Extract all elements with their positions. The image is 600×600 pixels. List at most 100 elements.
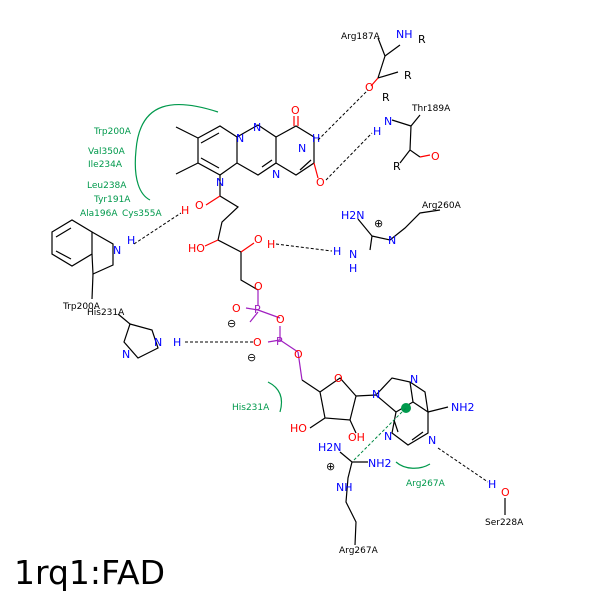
bond [391,381,449,446]
phosphorus-2: P [276,335,283,348]
hydrogen-bonds [133,89,489,483]
hydrophobic-arcs [134,103,431,469]
hydrophobic-arc-his231 [267,381,283,413]
bond [117,313,131,325]
pyrophosphate-o-top: O [254,280,263,293]
label-arg187: Arg187A [341,32,381,42]
ring-n-left: N [236,132,244,145]
adenine-n9: N [372,388,380,401]
arg260-h: H [333,245,341,258]
ribose-oh: OH [348,431,365,444]
arg260-plus: ⊕ [374,217,383,230]
trp200-n: N [113,244,121,257]
his231-n1: N [154,336,162,349]
residue-his231 [117,313,159,359]
bond [245,290,303,381]
phosphate2-o: O [253,336,262,349]
his231-n2: N [122,348,130,361]
residue-trp200 [51,219,114,300]
arg267-h2n: H2N [318,441,342,454]
ribityl-h3: H [267,238,275,251]
hydrophobic-arc-arg267 [395,461,431,469]
bond [200,132,220,169]
hydrophobic-ile234: Ile234A [88,160,123,170]
phosphate1-minus: ⊖ [227,317,236,330]
phosphorus-1: P [254,303,261,316]
label-thr189: Thr189A [411,104,451,114]
adenine-n7: N [410,373,418,386]
pi-cation-arg267-adenine [353,407,407,461]
thr189-r-bot: R [393,160,401,173]
ser228-o: O [501,486,510,499]
bond [309,394,377,434]
hydrophobic-val350: Val350A [88,147,126,157]
thr189-r-top: R [382,91,390,104]
arg187-nh: NH [396,28,413,41]
ribityl-o3: O [254,233,263,246]
bond [301,377,357,421]
label-arg267: Arg267A [339,546,379,556]
methyl-bond [175,126,199,175]
label-ser228: Ser228A [485,518,524,528]
residue-thr189 [391,114,431,164]
hydrophobic-arc-isoalloxazine [134,103,219,201]
bond [275,125,315,176]
bond [123,323,159,359]
bond [391,114,421,164]
thr189-h: H [373,125,381,138]
pi-cation-centroid [401,403,411,413]
arg187-r2: R [404,69,412,82]
hydrophobic-leu238: Leu238A [87,181,127,191]
adenine [375,377,449,446]
bond [393,419,424,441]
hbond-ser228-adenine [437,447,489,483]
adenine-n3: N [384,430,392,443]
phosphate1-o: O [232,302,241,315]
bond [357,209,441,251]
hbond-arg260-o3 [275,243,333,252]
phosphate2-minus: ⊖ [247,351,256,364]
hbond-thr189-o [325,132,373,181]
trp200-h: H [127,234,135,247]
phosphate2-ester-o: O [294,348,303,361]
bond [375,377,414,413]
pyrophosphate-bridge-o: O [276,313,285,326]
arg267-nh: NH [336,481,353,494]
residue-arg267 [339,451,368,546]
ring-n1: N [272,168,280,181]
label-his231: His231A [87,308,125,318]
bond [249,311,259,323]
ser228-h: H [488,478,496,491]
ribityl-bond [217,175,259,291]
bond [339,451,368,546]
carbonyl-bond [419,154,431,158]
ring-n5: N [253,121,261,134]
hbond-trp200-o1 [133,212,182,245]
arg260-n: N [349,248,357,261]
hydrophobic-ala196: Ala196A [80,209,118,219]
arg260-h2n: H2N [341,209,365,222]
ring-o-top: O [291,104,300,117]
arg260-h2: H [349,262,357,275]
ring-n10: N [216,176,224,189]
carbonyl-bond-top [293,116,299,126]
hydrophobic-his231: His231A [232,403,270,413]
adenine-n1: N [428,434,436,447]
bond [51,219,93,267]
ribose-ho: HO [290,422,307,435]
thr189-n: N [384,115,392,128]
ribose-o: O [334,372,343,385]
pyrophosphate [245,290,303,381]
carbonyl-bond [370,77,379,87]
bond [236,124,277,176]
residue-arg187 [370,37,401,87]
isoalloxazine-ring [175,116,319,291]
hydrophobic-tyr191: Tyr191A [93,195,131,205]
arg267-nh2: NH2 [368,457,392,470]
label-trp200: Trp200A [62,302,101,312]
carbonyl-bond-right [313,162,319,179]
bond [299,159,312,171]
hydrophobic-trp200: Trp200A [93,127,132,137]
bond [55,227,72,260]
residue-arg260 [357,209,441,251]
